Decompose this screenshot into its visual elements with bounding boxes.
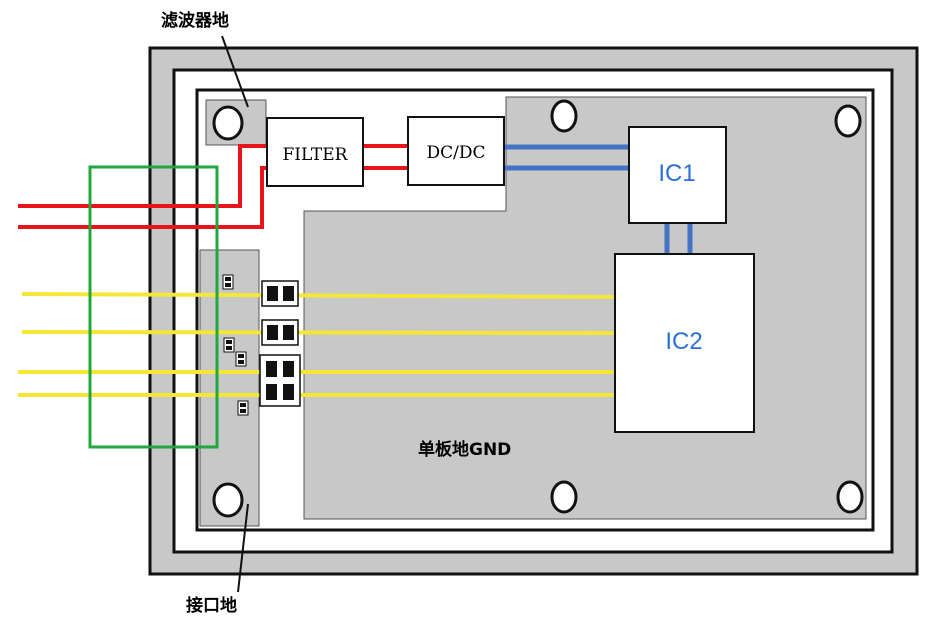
mounting-hole <box>212 482 244 518</box>
interface-ground-pointer <box>237 503 249 593</box>
dcdc-block <box>407 116 505 186</box>
small-capacitor <box>235 351 247 367</box>
filter-block <box>266 117 364 187</box>
power-lines <box>18 144 408 229</box>
connector-outline <box>88 165 219 449</box>
power-line <box>18 144 268 208</box>
mounting-hole <box>212 105 244 141</box>
signal-component <box>261 319 299 346</box>
interface-ground-label: 接口地 <box>186 595 237 616</box>
signal-component-dual <box>259 354 301 407</box>
mounting-hole <box>836 480 864 514</box>
signal-line <box>21 292 615 299</box>
board-ground-label: 单板地GND <box>418 439 511 460</box>
small-capacitor <box>237 400 249 416</box>
filter-ground-pointer <box>221 35 249 108</box>
ic2-label: IC2 <box>665 328 702 355</box>
ic1-block <box>628 126 727 224</box>
ic2-block <box>614 253 755 433</box>
signal-line <box>21 330 615 335</box>
mounting-hole <box>550 480 578 514</box>
filter-label: FILTER <box>283 145 349 165</box>
signal-lines <box>18 292 615 397</box>
small-capacitor <box>222 274 234 290</box>
ic1-label: IC1 <box>658 160 695 187</box>
small-capacitor <box>223 337 235 353</box>
power-line <box>18 166 268 229</box>
mounting-hole <box>550 99 578 133</box>
mounting-hole <box>834 104 862 138</box>
ic-links <box>503 144 693 255</box>
filter-ground-label: 滤波器地 <box>161 10 229 31</box>
dcdc-label: DC/DC <box>426 143 485 163</box>
signal-component <box>261 280 299 307</box>
